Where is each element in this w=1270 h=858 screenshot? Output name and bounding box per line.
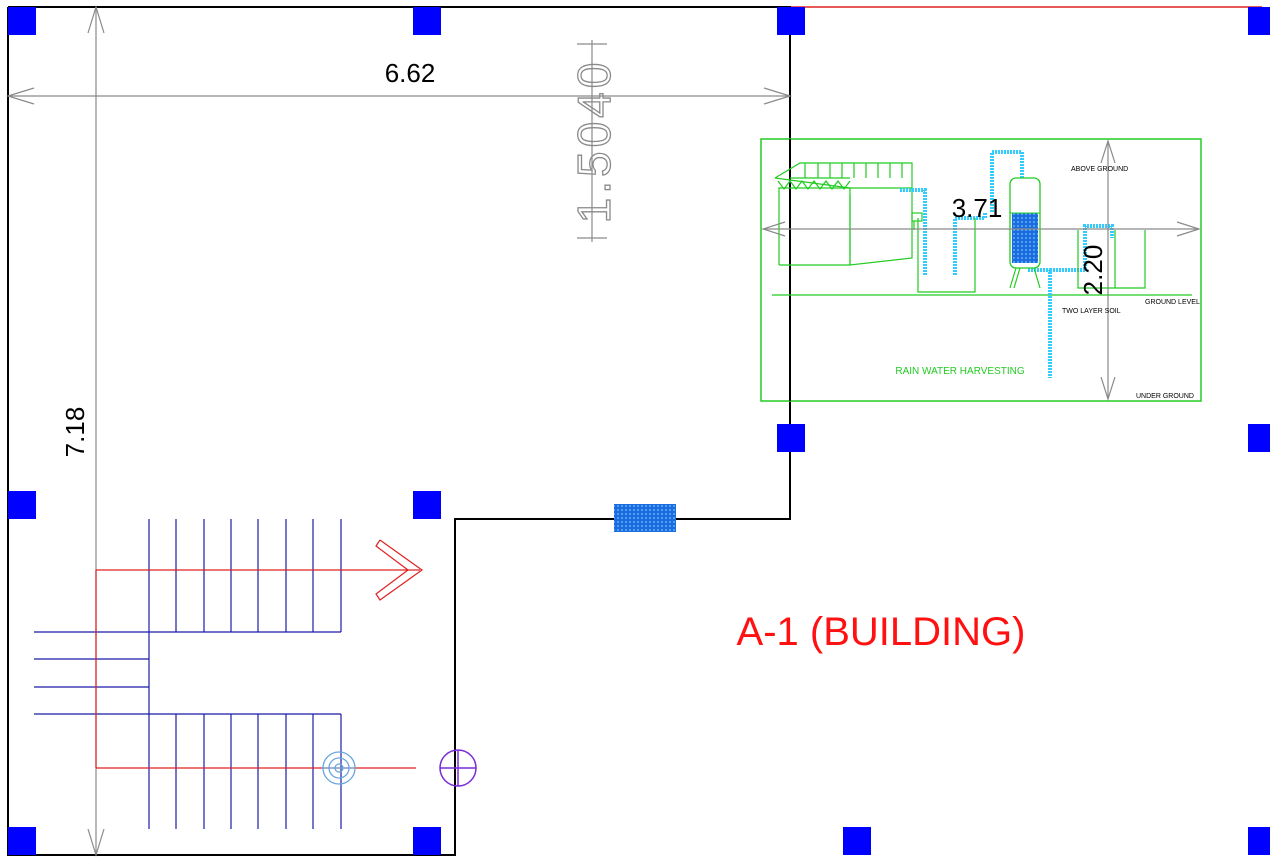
stair-direction-arrow <box>95 539 424 769</box>
rwh-frame <box>760 138 1202 402</box>
column <box>8 827 36 855</box>
dimension-offset <box>577 40 607 242</box>
rwh-soil-label: TWO LAYER SOIL <box>1062 308 1121 315</box>
rwh-dimension-height <box>1100 139 1116 401</box>
dimension-width-label: 6.62 <box>385 58 436 88</box>
column <box>413 491 441 519</box>
crosshair-circle-icon <box>439 749 477 787</box>
rwh-ground-level-label: GROUND LEVEL <box>1145 299 1200 306</box>
column <box>1248 827 1270 855</box>
rwh-width-label: 3.71 <box>952 193 1003 223</box>
rwh-title: RAIN WATER HARVESTING <box>895 366 1024 377</box>
rwh-filter-tank <box>1009 177 1041 289</box>
column <box>413 7 441 35</box>
drain-grate <box>614 504 676 532</box>
dimension-height-label: 7.18 <box>60 407 90 458</box>
column <box>413 827 441 855</box>
staircase <box>34 519 342 829</box>
building-walls <box>7 6 791 856</box>
column <box>843 827 871 855</box>
column <box>1248 424 1270 452</box>
column <box>8 491 36 519</box>
rwh-under-ground-label: UNDER GROUND <box>1136 393 1194 400</box>
column <box>777 7 805 35</box>
dimension-offset-label: 1.5040 <box>568 59 620 224</box>
column <box>1248 7 1270 35</box>
rwh-pipes <box>900 150 1114 378</box>
dimension-width <box>5 87 793 105</box>
rwh-above-ground-label: ABOVE GROUND <box>1071 166 1128 173</box>
target-circle-icon <box>322 751 356 785</box>
column <box>777 424 805 452</box>
columns <box>8 7 1270 855</box>
rwh-detail: 3.71 2.20 ABOVE GROUND GROUND LEVEL TWO … <box>760 138 1202 402</box>
rwh-house <box>774 162 913 266</box>
building-label: A-1 (BUILDING) <box>737 610 1026 654</box>
column <box>8 7 36 35</box>
rwh-height-label: 2.20 <box>1078 245 1108 296</box>
rwh-dimension-width <box>761 221 1201 237</box>
